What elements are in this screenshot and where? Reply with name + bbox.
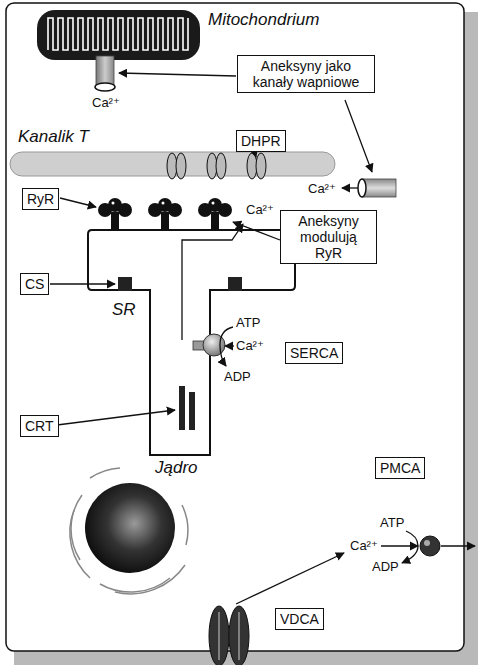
organelle-label: SR — [112, 300, 136, 320]
ryanodine-receptors — [98, 198, 232, 230]
box-text: Aneksyny jako kanały wapniowe — [242, 58, 370, 90]
vdca-channel — [209, 606, 249, 665]
box-text: RyR — [27, 191, 54, 207]
label-box: SERCA — [285, 342, 343, 364]
molecule-label: ADP — [372, 559, 399, 574]
leader-arrows — [50, 73, 475, 604]
label-box: Aneksyny modulują RyR — [280, 210, 377, 264]
nucleus — [70, 468, 188, 594]
box-text: Aneksyny modulują RyR — [285, 213, 372, 261]
box-text: VDCA — [280, 611, 319, 627]
sarcoplasmic-reticulum — [88, 230, 295, 455]
label-box: PMCA — [375, 457, 425, 479]
organelle-label: Jądro — [155, 458, 198, 478]
label-box: Aneksyny jako kanały wapniowe — [237, 55, 375, 93]
molecule-label: ATP — [380, 515, 404, 530]
label-box: RyR — [22, 188, 59, 210]
label-box: DHPR — [236, 130, 286, 152]
organelle-label: Mitochondrium — [208, 10, 320, 30]
box-text: PMCA — [380, 460, 420, 476]
ion-label: Ca²⁺ — [246, 202, 274, 217]
ion-label: Ca²⁺ — [308, 181, 336, 196]
ion-label: Ca²⁺ — [92, 95, 120, 110]
box-text: CS — [25, 276, 44, 292]
ion-label: Ca²⁺ — [350, 538, 378, 553]
organelle-label: Kanalik T — [18, 127, 89, 147]
ion-label: Ca²⁺ — [236, 338, 264, 353]
pmca-pump — [420, 536, 440, 556]
mitochondrion — [37, 10, 200, 91]
annexin-channel — [358, 179, 396, 197]
molecule-label: ADP — [224, 369, 251, 384]
t-tubule — [10, 152, 335, 179]
box-text: CRT — [25, 418, 54, 434]
label-box: VDCA — [275, 608, 324, 630]
box-text: DHPR — [241, 133, 281, 149]
label-box: CS — [20, 273, 49, 295]
label-box: CRT — [20, 415, 59, 437]
cell-frame — [6, 3, 478, 665]
molecule-label: ATP — [236, 315, 260, 330]
box-text: SERCA — [290, 345, 338, 361]
